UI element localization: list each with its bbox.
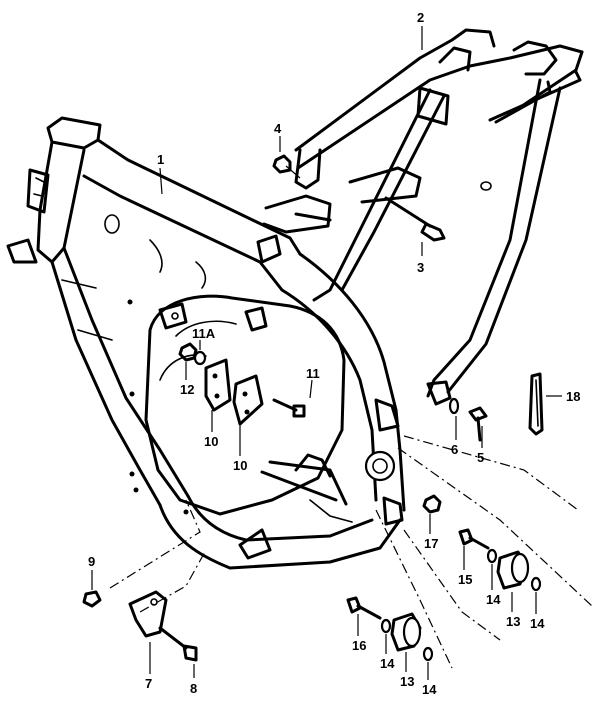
washers-14 — [380, 548, 542, 662]
callout-11: 11 — [306, 366, 320, 381]
bolt-16 — [346, 596, 382, 620]
washer-6 — [448, 397, 460, 415]
rear-subframe — [262, 28, 584, 406]
bracket-10-left — [204, 358, 232, 412]
callouts: 1 2 3 4 5 6 7 8 9 10 10 11 11A 12 13 13 … — [88, 10, 580, 697]
callout-6: 6 — [451, 442, 458, 457]
leader-lines — [91, 26, 562, 680]
callout-18: 18 — [566, 389, 580, 404]
callout-1: 1 — [157, 152, 164, 167]
nut-12 — [178, 342, 198, 362]
callout-14c: 14 — [380, 656, 395, 671]
callout-13a: 13 — [506, 614, 520, 629]
callout-11a: 11A — [192, 326, 216, 341]
bolt-5 — [468, 406, 488, 442]
bolt-15 — [458, 528, 490, 550]
callout-17: 17 — [424, 536, 438, 551]
callout-15: 15 — [458, 572, 472, 587]
nut-4 — [272, 154, 301, 179]
callout-14b: 14 — [530, 616, 545, 631]
main-frame — [6, 116, 406, 570]
assembly-lines — [109, 435, 593, 669]
callout-5: 5 — [477, 450, 484, 465]
bracket-10-right — [232, 374, 264, 426]
callout-7: 7 — [145, 676, 152, 691]
callout-3: 3 — [417, 260, 424, 275]
cushion-13-bottom — [390, 612, 422, 652]
callout-14a: 14 — [486, 592, 501, 607]
cushion-13-right — [496, 550, 530, 590]
nut-17 — [422, 494, 442, 514]
nut-9 — [82, 590, 102, 608]
callout-4: 4 — [274, 121, 282, 136]
bolt-8 — [158, 626, 198, 662]
callout-13b: 13 — [400, 674, 414, 689]
callout-9: 9 — [88, 554, 95, 569]
strap-18 — [528, 372, 544, 436]
callout-8: 8 — [190, 681, 197, 696]
callout-10b: 10 — [233, 458, 247, 473]
bracket-7 — [128, 590, 168, 638]
callout-14d: 14 — [422, 682, 437, 697]
bolt-3 — [384, 196, 446, 242]
callout-16: 16 — [352, 638, 366, 653]
callout-2: 2 — [417, 10, 424, 25]
callout-10a: 10 — [204, 434, 218, 449]
callout-12: 12 — [180, 382, 194, 397]
bolt-11 — [272, 398, 306, 418]
